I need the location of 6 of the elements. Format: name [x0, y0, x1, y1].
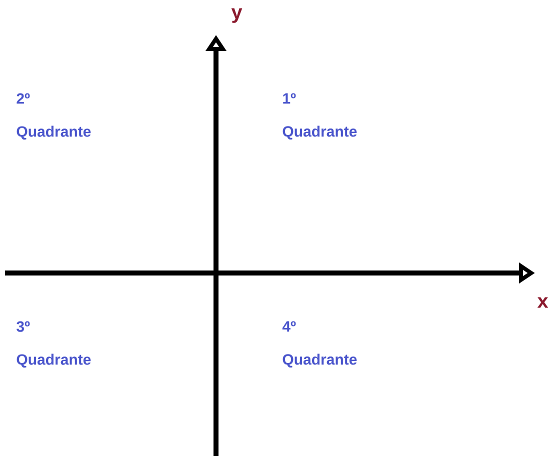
quadrant-label: 4º Quadrante — [282, 321, 357, 368]
axis-label: x — [537, 297, 548, 308]
axis-label: y — [231, 8, 242, 23]
quadrant-label: 3º Quadrante — [16, 321, 91, 368]
quadrant-label: 1º Quadrante — [282, 93, 357, 140]
quadrant-label: 2º Quadrante — [16, 93, 91, 140]
